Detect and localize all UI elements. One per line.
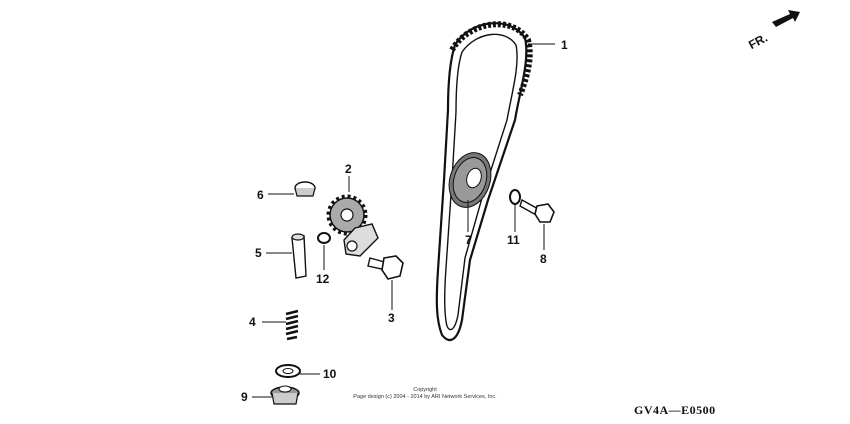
bolt-8: [519, 198, 555, 250]
pivot-bolt-3: [367, 255, 404, 310]
washer-10: [275, 364, 320, 378]
callout-2: 2: [345, 162, 352, 176]
callout-10: 10: [323, 367, 337, 381]
callout-12: 12: [316, 272, 330, 286]
cap-6: [268, 181, 316, 197]
washer-11: [509, 189, 521, 232]
front-arrow-icon: FR.: [746, 10, 800, 52]
sealing-bolt-9: [252, 385, 300, 405]
callout-11: 11: [507, 233, 520, 247]
diagram-code: GV4A—E0500: [634, 403, 716, 417]
callout-3: 3: [388, 311, 395, 325]
callout-6: 6: [257, 188, 264, 202]
chain-guide-roller: [448, 152, 492, 232]
callout-5: 5: [255, 246, 262, 260]
callout-8: 8: [540, 252, 547, 266]
callout-7: 7: [465, 233, 472, 247]
push-rod-5: [266, 233, 307, 279]
spring-4: [262, 309, 299, 341]
front-label: FR.: [746, 31, 770, 52]
washer-12: [317, 232, 331, 270]
copyright-notice: Copyright Page design (c) 2004 - 2014 by…: [330, 387, 520, 400]
copyright-line-1: Copyright: [413, 387, 437, 393]
callout-4: 4: [249, 315, 256, 329]
copyright-line-2: Page design (c) 2004 - 2014 by ARI Netwo…: [353, 393, 497, 400]
tensioner-sprocket: [326, 176, 379, 257]
callout-1: 1: [561, 38, 568, 52]
callout-9: 9: [241, 390, 248, 404]
cam-chain: [435, 21, 555, 342]
